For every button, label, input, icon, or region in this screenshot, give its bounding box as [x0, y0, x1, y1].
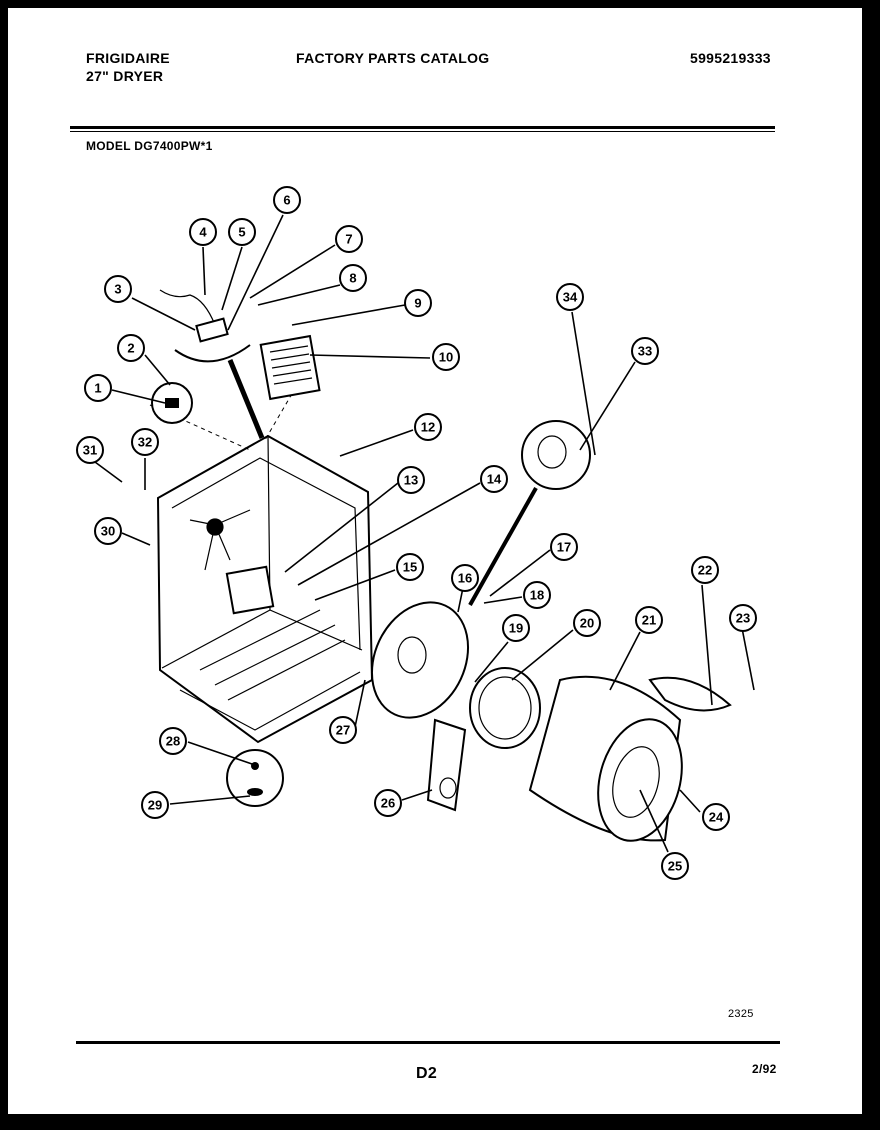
callout-27-label: 27 — [336, 723, 350, 738]
callout-5-label: 5 — [238, 225, 245, 240]
callout-34: 34 — [556, 283, 584, 311]
callout-2: 2 — [117, 334, 145, 362]
callout-16: 16 — [451, 564, 479, 592]
catalog-sheet: FRIGIDAIRE 27" DRYER FACTORY PARTS CATAL… — [8, 8, 862, 1114]
callout-32: 32 — [131, 428, 159, 456]
callout-21-label: 21 — [642, 613, 656, 628]
callout-26: 26 — [374, 789, 402, 817]
callout-markers: 1 2 3 4 5 6 7 8 9 10 12 13 14 15 16 17 1… — [76, 186, 757, 880]
top-bracket-parts — [151, 289, 321, 424]
callout-30: 30 — [94, 517, 122, 545]
callout-18-label: 18 — [530, 588, 544, 603]
callout-25-label: 25 — [668, 859, 682, 874]
callout-15: 15 — [396, 553, 424, 581]
callout-19: 19 — [502, 614, 530, 642]
callout-28: 28 — [159, 727, 187, 755]
callout-14-label: 14 — [487, 472, 502, 487]
callout-26-label: 26 — [381, 796, 395, 811]
callout-25: 25 — [661, 852, 689, 880]
catalog-title: FACTORY PARTS CATALOG — [296, 50, 490, 66]
callout-30-label: 30 — [101, 524, 115, 539]
callout-24: 24 — [702, 803, 730, 831]
callout-29: 29 — [141, 791, 169, 819]
callout-2-label: 2 — [127, 341, 134, 356]
callout-22-label: 22 — [698, 563, 712, 578]
header-rule — [70, 126, 775, 129]
model-label: MODEL DG7400PW*1 — [86, 139, 213, 153]
revision-date: 2/92 — [752, 1062, 777, 1076]
callout-19-label: 19 — [509, 621, 523, 636]
callout-4: 4 — [189, 218, 217, 246]
callout-7: 7 — [335, 225, 363, 253]
callout-12: 12 — [414, 413, 442, 441]
callout-8-label: 8 — [349, 271, 356, 286]
bulkhead-drawing — [370, 420, 591, 812]
cabinet-drawing — [149, 359, 374, 744]
callout-31: 31 — [76, 436, 104, 464]
header-rule-thin — [70, 131, 775, 132]
catalog-number: 5995219333 — [690, 50, 771, 66]
callout-20: 20 — [573, 609, 601, 637]
callout-1-label: 1 — [94, 381, 101, 396]
page-code: D2 — [416, 1065, 438, 1082]
callout-31-label: 31 — [83, 443, 97, 458]
callout-18: 18 — [523, 581, 551, 609]
callout-13: 13 — [397, 466, 425, 494]
callout-21: 21 — [635, 606, 663, 634]
callout-3: 3 — [104, 275, 132, 303]
leader-lines — [94, 214, 755, 853]
callout-24-label: 24 — [709, 810, 724, 825]
callout-29-label: 29 — [148, 798, 162, 813]
callout-20-label: 20 — [580, 616, 594, 631]
callout-4-label: 4 — [199, 225, 207, 240]
callout-7-label: 7 — [345, 232, 352, 247]
callout-6-label: 6 — [283, 193, 290, 208]
callout-5: 5 — [228, 218, 256, 246]
callout-23: 23 — [729, 604, 757, 632]
product-name: 27" DRYER — [86, 68, 164, 84]
callout-9: 9 — [404, 289, 432, 317]
callout-10: 10 — [432, 343, 460, 371]
callout-15-label: 15 — [403, 560, 417, 575]
callout-1: 1 — [84, 374, 112, 402]
callout-13-label: 13 — [404, 473, 418, 488]
callout-8: 8 — [339, 264, 367, 292]
callout-32-label: 32 — [138, 435, 152, 450]
callout-14: 14 — [480, 465, 508, 493]
figure-id: 2325 — [728, 1008, 754, 1020]
drum-drawing — [226, 675, 732, 842]
callout-33-label: 33 — [638, 344, 652, 359]
callout-12-label: 12 — [421, 420, 435, 435]
callout-22: 22 — [691, 556, 719, 584]
callout-6: 6 — [273, 186, 301, 214]
callout-34-label: 34 — [563, 290, 578, 305]
callout-33: 33 — [631, 337, 659, 365]
callout-28-label: 28 — [166, 734, 180, 749]
callout-3-label: 3 — [114, 282, 121, 297]
footer-rule — [76, 1041, 780, 1044]
callout-16-label: 16 — [458, 571, 472, 586]
callout-27: 27 — [329, 716, 357, 744]
callout-17: 17 — [550, 533, 578, 561]
callout-23-label: 23 — [736, 611, 750, 626]
callout-10-label: 10 — [439, 350, 453, 365]
callout-17-label: 17 — [557, 540, 571, 555]
callout-9-label: 9 — [414, 296, 421, 311]
brand-name: FRIGIDAIRE — [86, 50, 170, 66]
